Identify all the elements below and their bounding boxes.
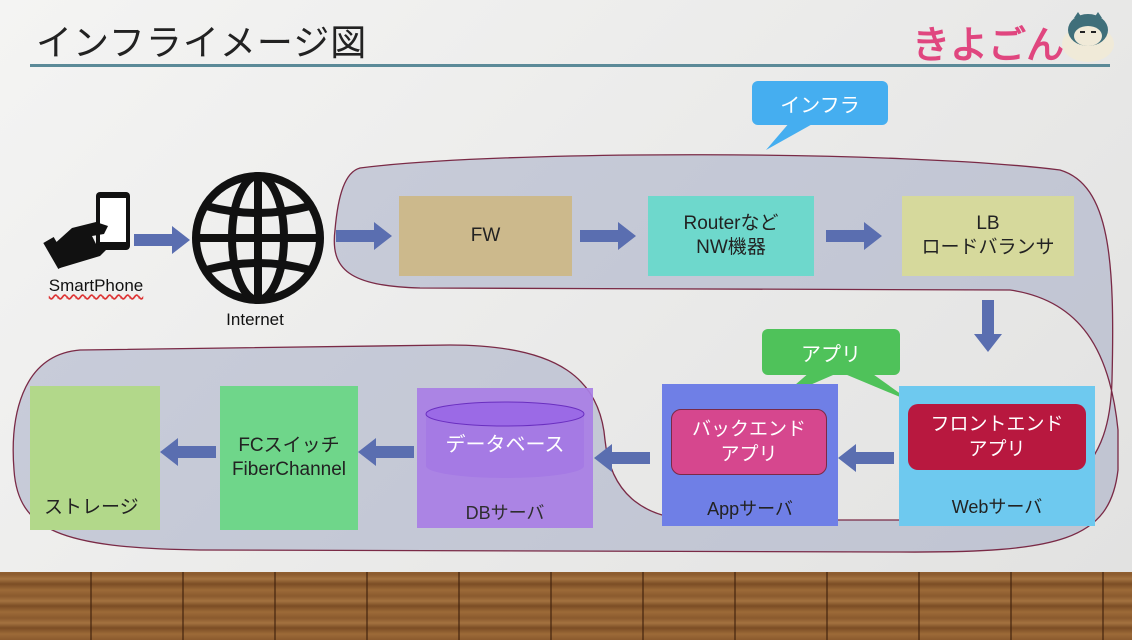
- web-server-label: Webサーバ: [951, 497, 1043, 517]
- backend-app-box: バックエンド アプリ: [671, 409, 827, 475]
- globe-icon: [192, 172, 324, 304]
- lb-box: LB ロードバランサ: [902, 196, 1074, 276]
- arrows: [134, 222, 1002, 472]
- page-title: インフライメージ図: [36, 23, 368, 64]
- hand-holding-phone-icon: [43, 192, 130, 269]
- arrow-web-app: [838, 444, 894, 472]
- app-callout: アプリ: [762, 329, 900, 375]
- arrow-internet-fw: [336, 222, 392, 250]
- db-server-label: DBサーバ: [465, 503, 545, 523]
- arrow-db-fc: [358, 438, 414, 466]
- title-underline: [30, 64, 1110, 67]
- infra-callout-tail: [766, 122, 816, 150]
- wooden-floor: [0, 572, 1132, 640]
- app-callout-tail-2: [840, 372, 912, 402]
- frontend-app-box: フロントエンド アプリ: [908, 404, 1086, 470]
- fw-box: FW: [399, 196, 572, 276]
- logo-text: きよごん: [912, 23, 1065, 67]
- storage-box: ストレージ: [30, 386, 160, 530]
- router-box: Routerなど NW機器: [648, 196, 814, 276]
- internet-label: Internet: [226, 310, 284, 329]
- smartphone-label: SmartPhone: [48, 276, 144, 295]
- infra-callout: インフラ: [752, 81, 888, 125]
- storage-label: ストレージ: [44, 496, 139, 519]
- database-label: データベース: [445, 432, 565, 456]
- fc-switch-label: FCスイッチ FiberChannel: [231, 435, 347, 480]
- mascot-icon: [1062, 12, 1114, 62]
- arrow-fw-router: [580, 222, 636, 250]
- arrow-app-db: [594, 444, 650, 472]
- fc-switch-box: FCスイッチ FiberChannel: [220, 386, 358, 530]
- arrow-router-lb: [826, 222, 882, 250]
- app-server-label: Appサーバ: [707, 499, 793, 519]
- arrow-fc-storage: [160, 438, 216, 466]
- arrow-lb-web: [974, 300, 1002, 352]
- arrow-phone-internet: [134, 226, 190, 254]
